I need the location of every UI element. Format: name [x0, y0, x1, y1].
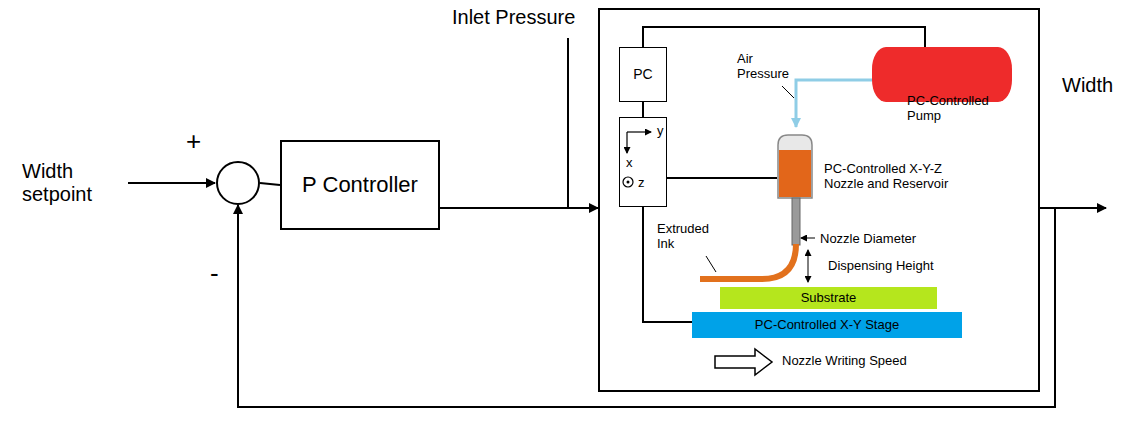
node-text: Substrate [801, 291, 857, 306]
node-text: Extruded Ink [657, 222, 717, 252]
z-axis-symbol [623, 177, 633, 187]
writing-speed-arrow [715, 349, 772, 375]
plant-box: Air PressureExtruded Ink Nozzle DiameterD… [598, 8, 1040, 392]
dispensing-height-arrow [808, 250, 809, 282]
xy-stage: PC-Controlled X-Y Stage [692, 312, 962, 338]
reservoir-body [778, 135, 812, 198]
setpoint-label: Width setpoint [22, 160, 122, 206]
node-text: PC-Controlled X-Y-Z Nozzle and Reservoir [824, 162, 979, 192]
pump: PC-Controlled Pump [872, 47, 1012, 102]
inlet-pressure-label: Inlet Pressure [452, 6, 652, 29]
y-axis [627, 131, 651, 132]
node-text: PC-Controlled Pump [907, 94, 1007, 124]
output-label: Width [1062, 74, 1132, 97]
node-text: - [210, 259, 230, 289]
air-pressure-leader [782, 86, 794, 98]
connector [642, 102, 644, 117]
node-text: y [657, 124, 669, 139]
node-text: z [638, 176, 650, 191]
node-text: Nozzle Writing Speed [782, 354, 952, 369]
x-axis [626, 132, 627, 153]
z-axis-dot [627, 181, 630, 184]
node-text: PC [633, 66, 652, 82]
extruded-ink [700, 244, 796, 279]
substrate: Substrate [720, 287, 937, 309]
node-text: PC-Controlled X-Y Stage [755, 318, 899, 333]
node-text: Air Pressure [737, 52, 799, 82]
connector [796, 80, 872, 127]
nozzle-reservoir: PC-Controlled X-Y-Z Nozzle and Reservoir [777, 127, 817, 249]
node-text: + [186, 127, 206, 157]
node-text: Dispensing Height [828, 259, 948, 274]
nozzle [792, 198, 800, 245]
setpoint-arrow [128, 182, 215, 184]
connector [667, 177, 777, 179]
node-text: x [626, 156, 638, 171]
inlet-pressure-line [567, 38, 569, 207]
extruded-ink-leader [706, 256, 716, 272]
node-text: Nozzle Diameter [820, 232, 930, 247]
connector [238, 205, 1055, 407]
connector [260, 183, 280, 185]
nozzle-diameter-mark [801, 238, 815, 239]
pc-box: PC [619, 47, 667, 102]
connector [440, 207, 598, 209]
controller-box: P Controller [280, 140, 440, 230]
reservoir-ink [779, 150, 811, 197]
node-text: P Controller [302, 172, 418, 197]
summing-junction: +- [216, 161, 260, 205]
connector [643, 27, 925, 47]
axes-box: y xz [619, 117, 667, 207]
